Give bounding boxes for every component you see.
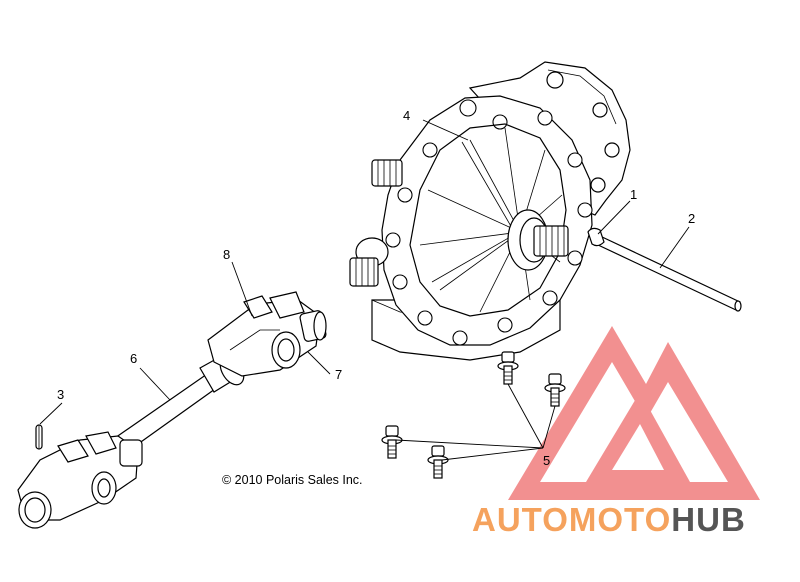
callout-7: 7 [335,367,342,382]
automotohub-wordmark: AUTOMOTOHUB [472,501,746,538]
callout-2: 2 [688,211,695,226]
u-joint-yoke-lower [17,431,143,529]
shift-rod [595,235,742,312]
retaining-clip [587,227,605,247]
roll-pin [35,424,43,450]
automotohub-logo [508,326,760,500]
gearcase-assembly [349,61,631,361]
copyright-notice: © 2010 Polaris Sales Inc. [222,473,363,487]
svg-text:AUTOMOTOHUB: AUTOMOTOHUB [472,501,746,538]
callout-4: 4 [403,108,410,123]
callout-3: 3 [57,387,64,402]
leader-lines [39,119,690,461]
flange-bolts [381,351,566,479]
callout-5: 5 [543,453,550,468]
callout-8: 8 [223,247,230,262]
callout-1: 1 [630,187,637,202]
callout-6: 6 [130,351,137,366]
wordmark-part1: AUTOMOTO [472,501,671,538]
wordmark-part2: HUB [671,501,746,538]
u-joint-yoke-upper [207,291,327,377]
